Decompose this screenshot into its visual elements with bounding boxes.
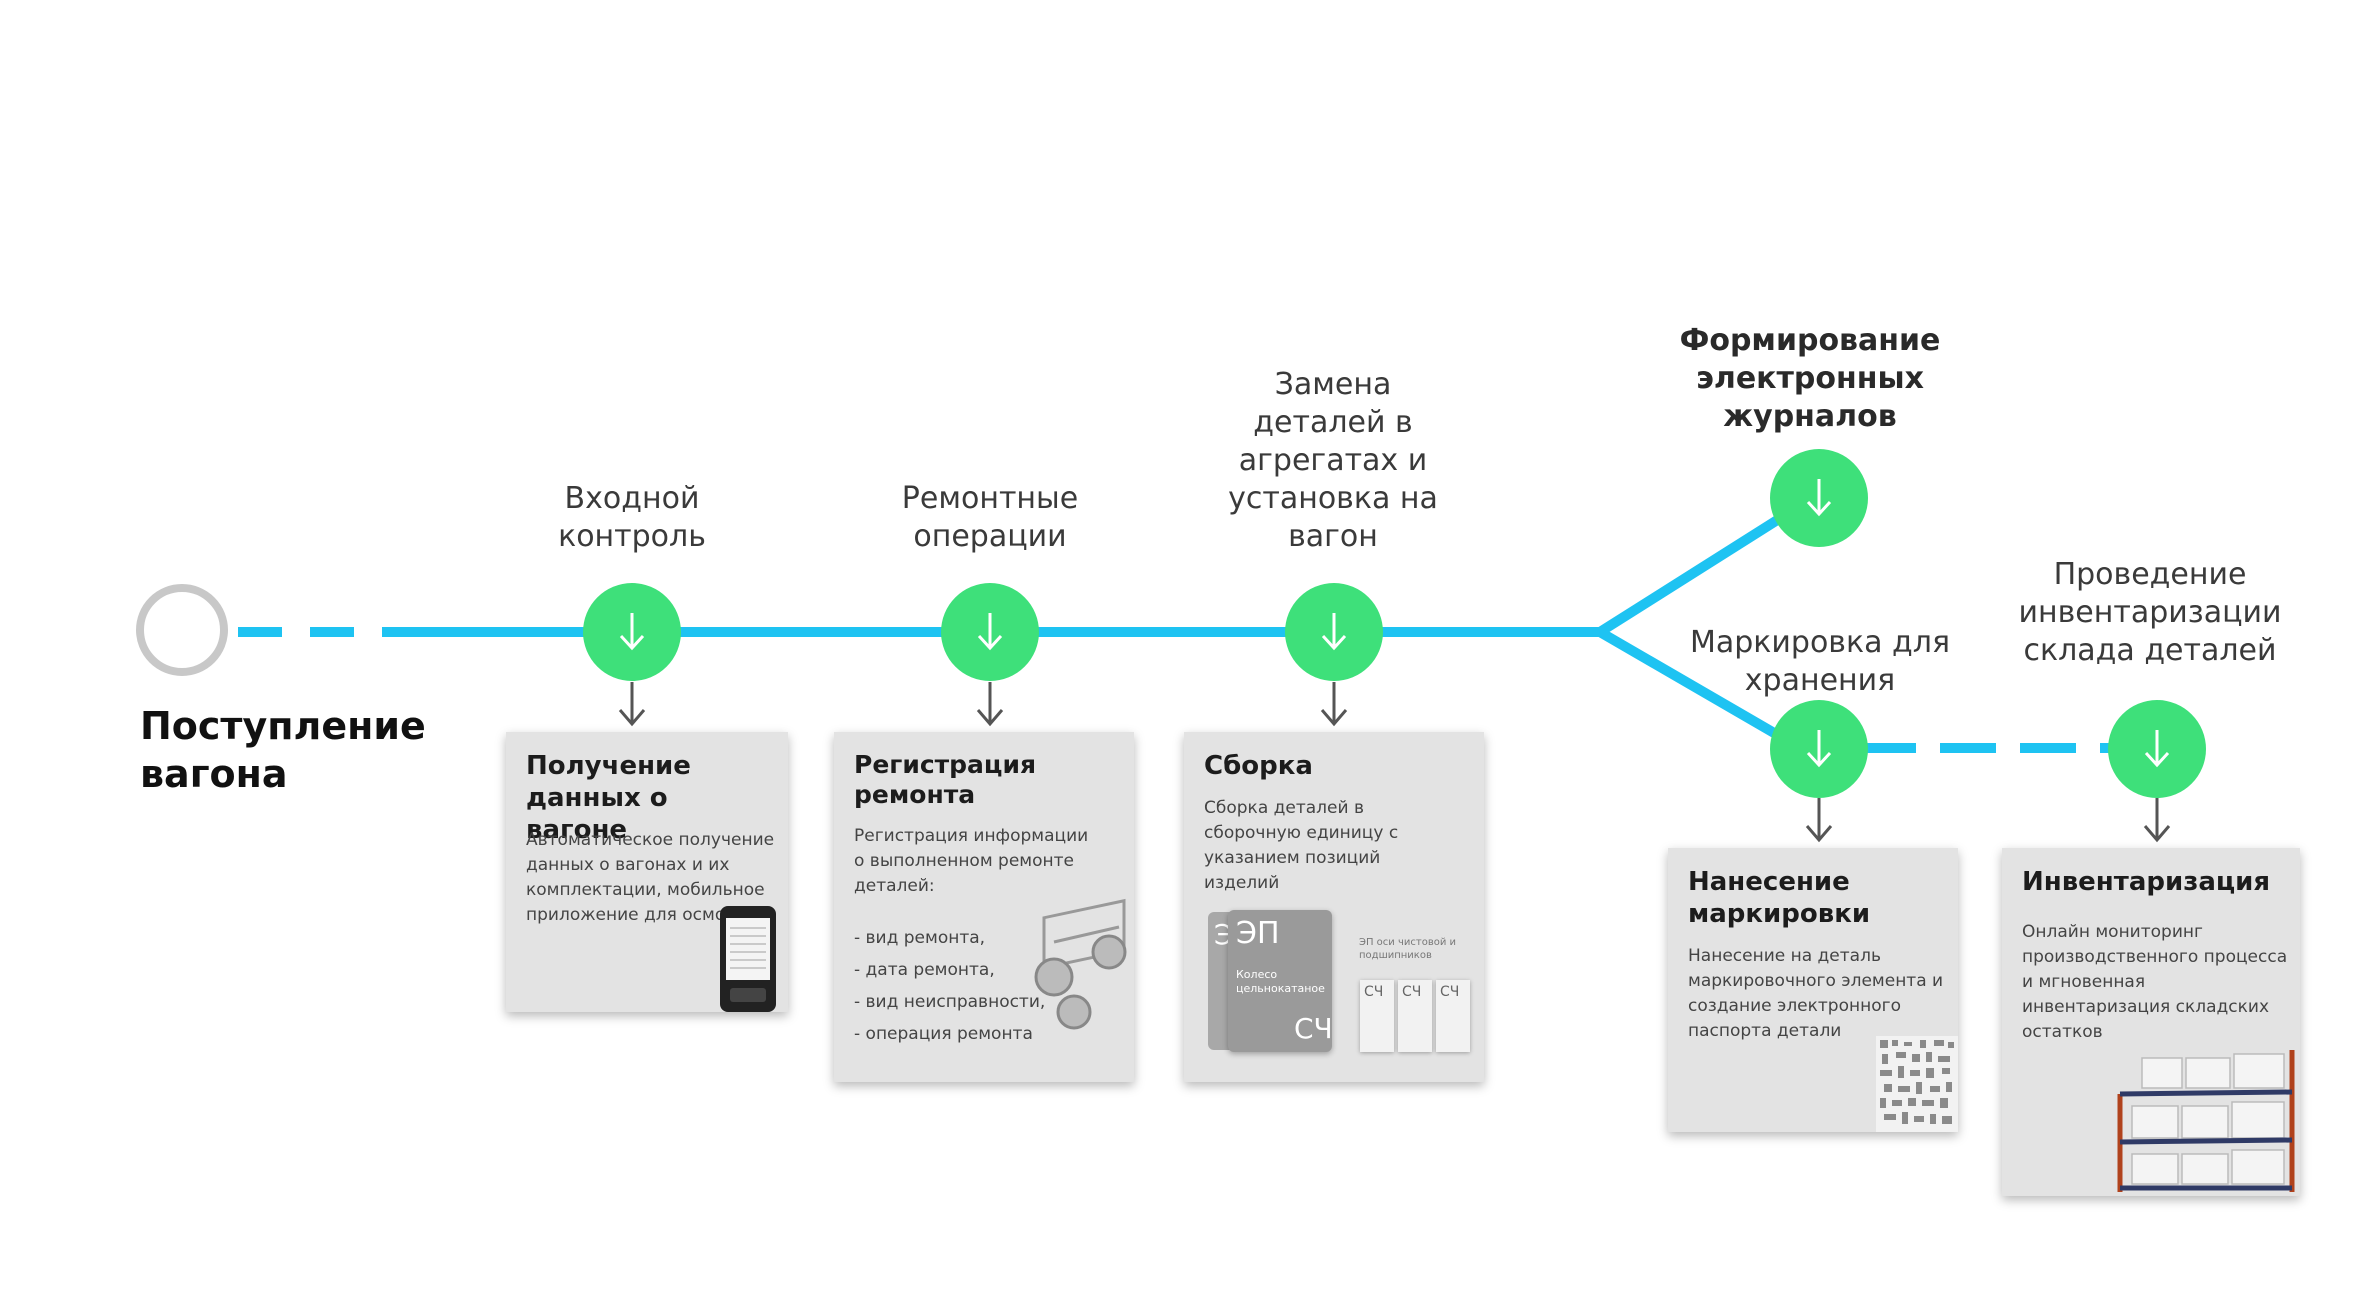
list-item: - вид ремонта, [854,928,986,948]
card-marking[interactable]: Нанесение маркировки Нанесение на деталь… [1668,848,1958,1132]
stage-label-journals: Формирование электронных журналов [1679,323,1941,434]
doc-card-small: СЧ [1398,980,1432,1052]
arrow-down-icon [2144,730,2170,768]
warehouse-rack-icon [2117,1050,2295,1192]
node-replace[interactable] [1285,583,1383,681]
stage-label-repair: Ремонтные операции [901,481,1079,554]
card-title: Получение данных о вагоне [526,751,691,845]
arrow-down-icon [618,682,646,727]
card-title: Регистрация ремонта [854,750,1037,809]
repair-list: - вид ремонта, - дата ремонта, - вид неи… [854,922,1045,1050]
doc-label: Колесо цельнокатаное [1236,968,1325,995]
node-marking[interactable] [1770,700,1868,798]
stage-label-marking: Маркировка для хранения [1689,625,1950,698]
node-journals[interactable] [1770,449,1868,547]
card-text: Автоматическое получение данных о вагона… [526,830,775,925]
bogie-icon [1034,898,1127,1030]
list-item: - дата ремонта, [854,960,995,980]
qr-code-icon [1876,1036,1958,1132]
stage-label-intake: Входной контроль [558,481,706,554]
card-text: Регистрация информации о выполненном рем… [854,826,1089,896]
arrow-down-icon [2143,798,2171,843]
start-ring [136,584,228,676]
node-inventory[interactable] [2108,700,2206,798]
stage-label-replace: Замена деталей в агрегатах и установка н… [1228,367,1438,554]
doc-card-front: ЭП Колесо цельнокатаное СЧ [1228,910,1333,1052]
card-title: Сборка [1204,751,1313,781]
arrow-down-icon [1805,798,1833,843]
start-label: Поступление вагона [140,704,426,796]
stage-label-inventory: Проведение инвентаризации склада деталей [2018,557,2282,668]
doc-card-small: СЧ [1360,980,1394,1052]
node-intake[interactable] [583,583,681,681]
arrow-down-icon [977,613,1003,651]
card-title: Нанесение маркировки [1688,867,1871,929]
doc-label: СЧ [1364,984,1384,1000]
arrow-down-icon [1320,682,1348,727]
list-item: - операция ремонта [854,1024,1033,1044]
card-repair-registration[interactable]: Регистрация ремонта Регистрация информац… [834,732,1134,1082]
card-inventory[interactable]: Инвентаризация Онлайн мониторинг произво… [2002,848,2300,1196]
arrow-down-icon [1321,613,1347,651]
card-wagon-data[interactable]: Получение данных о вагоне Автоматическое… [506,732,788,1012]
card-text: Нанесение на деталь маркировочного элеме… [1688,946,1944,1041]
card-text: Сборка деталей в сборочную единицу с ука… [1204,798,1399,893]
arrow-down-icon [1806,479,1832,517]
node-repair[interactable] [941,583,1039,681]
doc-label: СЧ [1440,984,1460,1000]
branch-down-line [1597,627,1803,753]
list-item: - вид неисправности, [854,992,1046,1012]
card-title: Инвентаризация [2022,867,2271,897]
doc-label: СЧ [1402,984,1422,1000]
branch-up-line [1597,507,1793,637]
doc-label: СЧ [1294,1012,1333,1045]
arrow-down-icon [976,682,1004,727]
doc-card-small: СЧ [1436,980,1470,1052]
arrow-down-icon [1806,730,1832,768]
card-text: Онлайн мониторинг производственного проц… [2022,922,2288,1042]
doc-caption: ЭП оси чистовой и подшипников [1359,937,1457,961]
card-assembly[interactable]: Сборка Сборка деталей в сборочную единиц… [1184,732,1484,1082]
mobile-device-icon [720,906,776,1012]
arrow-down-icon [619,613,645,651]
doc-label: ЭП [1236,916,1280,951]
